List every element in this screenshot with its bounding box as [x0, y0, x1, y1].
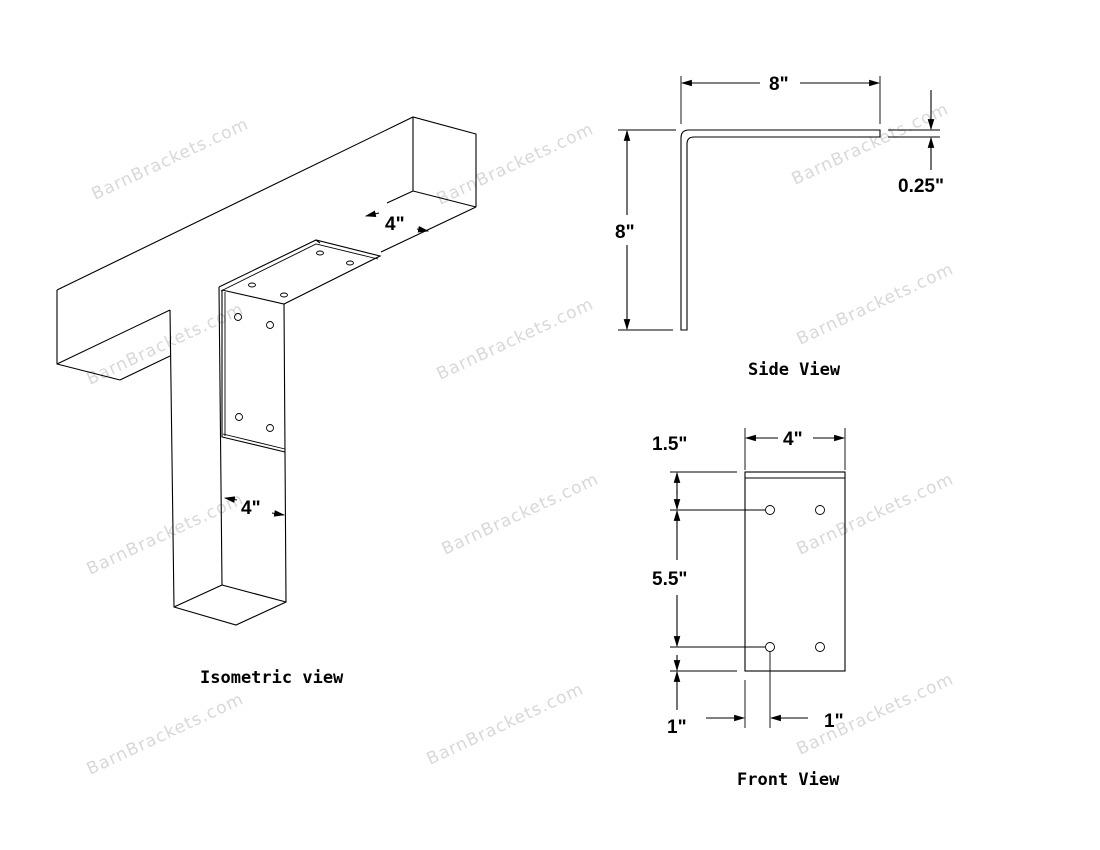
watermark: BarnBrackets.com [84, 689, 247, 779]
watermark: BarnBrackets.com [434, 119, 597, 209]
side-view-caption: Side View [748, 360, 841, 380]
front-view-caption: Front View [737, 770, 840, 790]
bottom-offset-dimension: 1" [667, 717, 687, 738]
beam-width-dimension: 4" [385, 214, 405, 235]
top-offset-dimension: 1.5" [652, 434, 687, 455]
isometric-view: 4" 4" Isometric view [56, 116, 477, 688]
watermark: BarnBrackets.com [794, 669, 957, 759]
thickness-dimension: 0.25" [898, 176, 944, 197]
vertical-length-dimension: 8" [615, 222, 635, 243]
side-view: 8" 8" 0.25" Side View [615, 74, 944, 380]
hole-inset-dimension: 1" [824, 711, 844, 732]
watermark: BarnBrackets.com [439, 469, 602, 559]
front-view: 4" 1.5" 5.5" 1" 1" Front View [652, 428, 846, 790]
horizontal-length-dimension: 8" [769, 74, 789, 95]
watermark: BarnBrackets.com [424, 679, 587, 769]
watermark: BarnBrackets.com [794, 259, 957, 349]
watermark: BarnBrackets.com [84, 489, 247, 579]
hole-spacing-dimension: 5.5" [652, 569, 687, 590]
watermark: BarnBrackets.com [89, 114, 252, 204]
post-width-dimension: 4" [241, 498, 261, 519]
front-width-dimension: 4" [783, 429, 803, 450]
isometric-caption: Isometric view [200, 668, 344, 688]
watermark: BarnBrackets.com [434, 294, 597, 384]
